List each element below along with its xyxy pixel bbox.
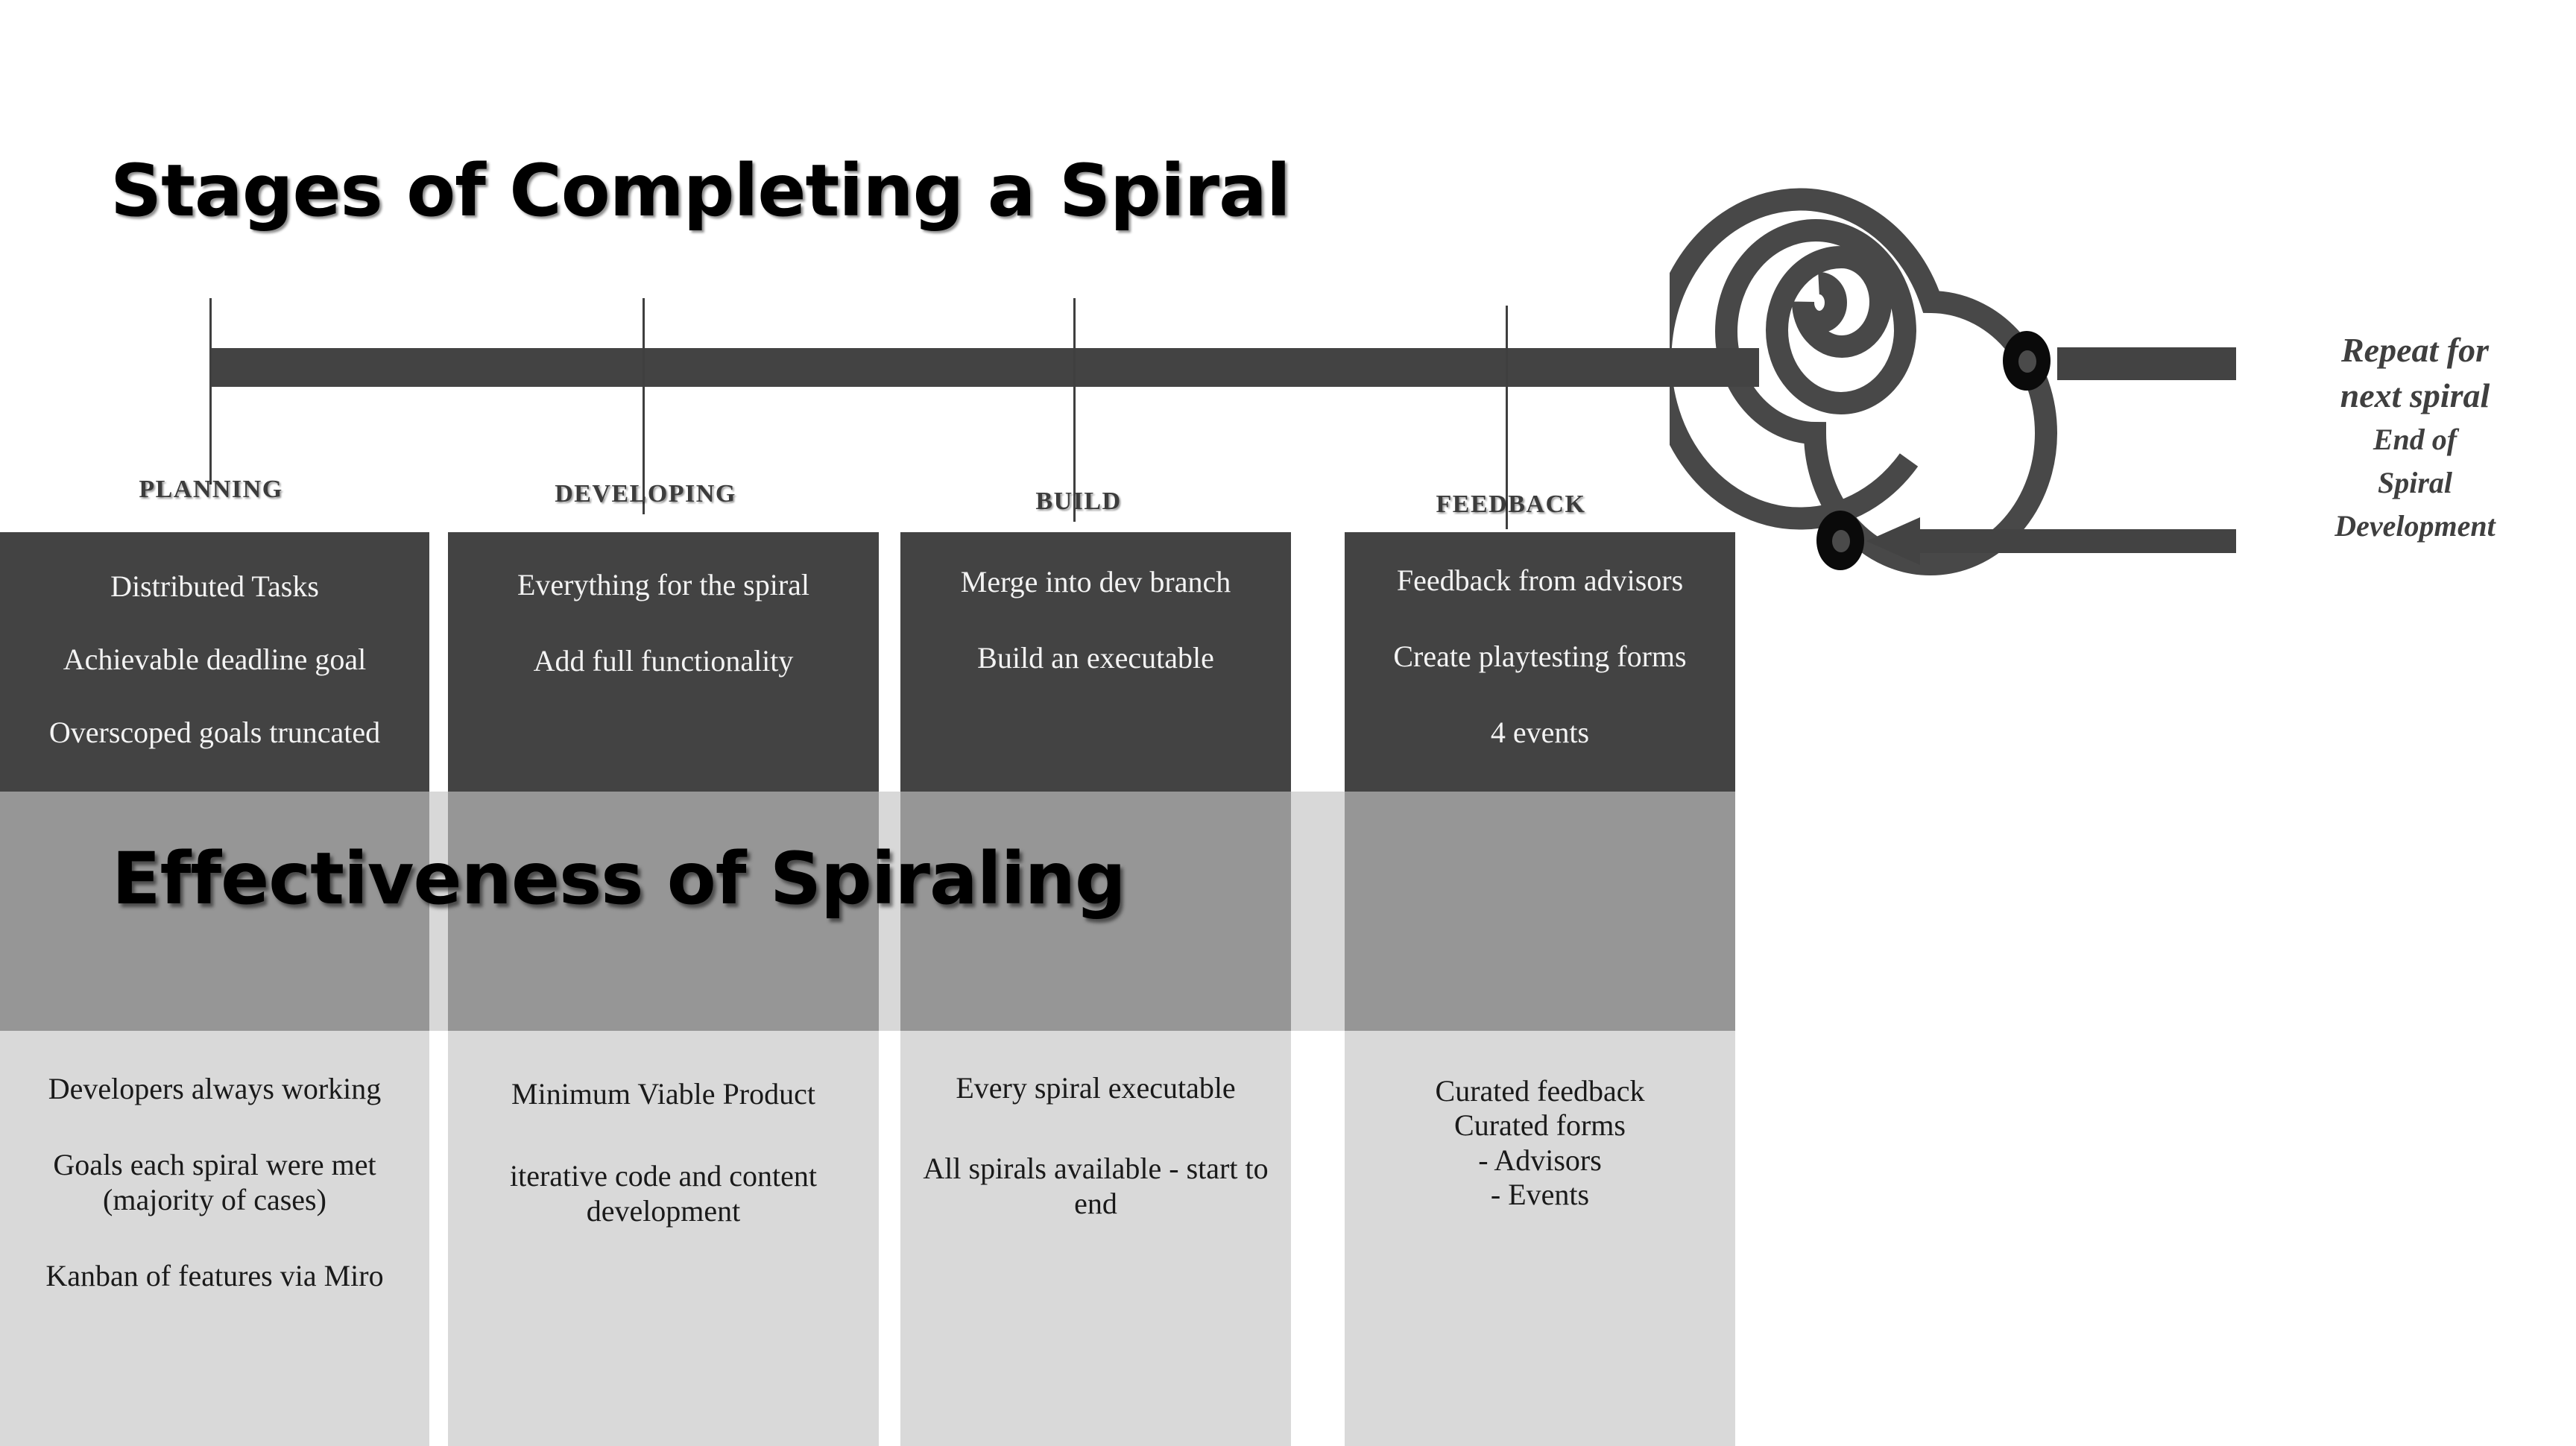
timeline-tick-planning (209, 298, 212, 484)
stage-label-planning: PLANNING (139, 476, 283, 503)
light-card-build: Every spiral executable All spirals avai… (900, 1031, 1291, 1446)
band-gap-2 (879, 792, 900, 1031)
light-card-line: Kanban of features via Miro (45, 1259, 384, 1293)
side-note: Repeat for next spiral End of Spiral Dev… (2270, 328, 2560, 548)
spiral-node-top-inner-icon (2018, 350, 2036, 373)
timeline-tick-build (1073, 298, 1076, 522)
dark-card-feedback: Feedback from advisors Create playtestin… (1345, 532, 1735, 792)
band-gap-3 (1291, 792, 1345, 1031)
band-gap-1 (429, 792, 448, 1031)
side-note-line-2: next spiral (2340, 376, 2490, 414)
arrow-left-icon (1866, 514, 2236, 568)
side-note-line-3: End of (2373, 423, 2457, 457)
light-card-line: iterative code and content development (509, 1159, 818, 1228)
dark-card-line: Merge into dev branch (960, 565, 1231, 599)
light-card-line: Curated feedback Curated forms - Advisor… (1435, 1074, 1645, 1212)
light-card-line: Goals each spiral were met (majority of … (53, 1148, 376, 1216)
dark-card-line: Achievable deadline goal (63, 643, 367, 676)
dark-card-line: Distributed Tasks (110, 569, 319, 603)
page-title: Stages of Completing a Spiral (110, 149, 1291, 233)
stage-label-developing: DEVELOPING (555, 480, 736, 508)
grey-band-feedback (1345, 792, 1735, 1031)
light-card-planning: Developers always working Goals each spi… (0, 1031, 429, 1446)
side-note-line-1: Repeat for (2340, 331, 2489, 369)
light-card-feedback: Curated feedback Curated forms - Advisor… (1345, 1031, 1735, 1446)
dark-card-line: Add full functionality (533, 644, 794, 678)
grey-band-build (900, 792, 1291, 1031)
timeline-tick-feedback (1506, 306, 1508, 529)
light-card-line: Developers always working (48, 1072, 382, 1105)
connector-bar-icon (1513, 348, 1759, 387)
light-card-line: Every spiral executable (956, 1071, 1236, 1105)
side-note-line-4: Spiral (2377, 466, 2453, 500)
dark-card-build: Merge into dev branch Build an executabl… (900, 532, 1291, 792)
light-card-developing: Minimum Viable Product iterative code an… (448, 1031, 879, 1446)
dark-card-line: Everything for the spiral (517, 568, 810, 602)
dark-card-developing: Everything for the spiral Add full funct… (448, 532, 879, 792)
side-note-line-5: Development (2334, 509, 2496, 543)
section-title-effectiveness: Effectiveness of Spiraling (112, 837, 1126, 921)
timeline-bar (209, 348, 1513, 387)
dark-card-planning: Distributed Tasks Achievable deadline go… (0, 532, 429, 792)
stage-label-build: BUILD (1035, 487, 1122, 515)
dark-card-line: Build an executable (977, 641, 1214, 675)
dark-card-line: 4 events (1490, 716, 1590, 749)
timeline-tick-developing (643, 298, 645, 514)
dark-card-line: Create playtesting forms (1393, 640, 1687, 673)
spiral-node-bottom-inner-icon (1832, 530, 1850, 552)
light-card-line: Minimum Viable Product (511, 1077, 815, 1111)
connector-bar-top-right-icon (2057, 347, 2236, 380)
dark-card-line: Overscoped goals truncated (48, 716, 381, 749)
dark-card-line: Feedback from advisors (1396, 563, 1684, 597)
stage-label-feedback: FEEDBACK (1436, 490, 1586, 518)
light-card-line: All spirals available - start to end (923, 1152, 1269, 1220)
grey-band-developing (448, 792, 879, 1031)
grey-band-planning (0, 792, 429, 1031)
